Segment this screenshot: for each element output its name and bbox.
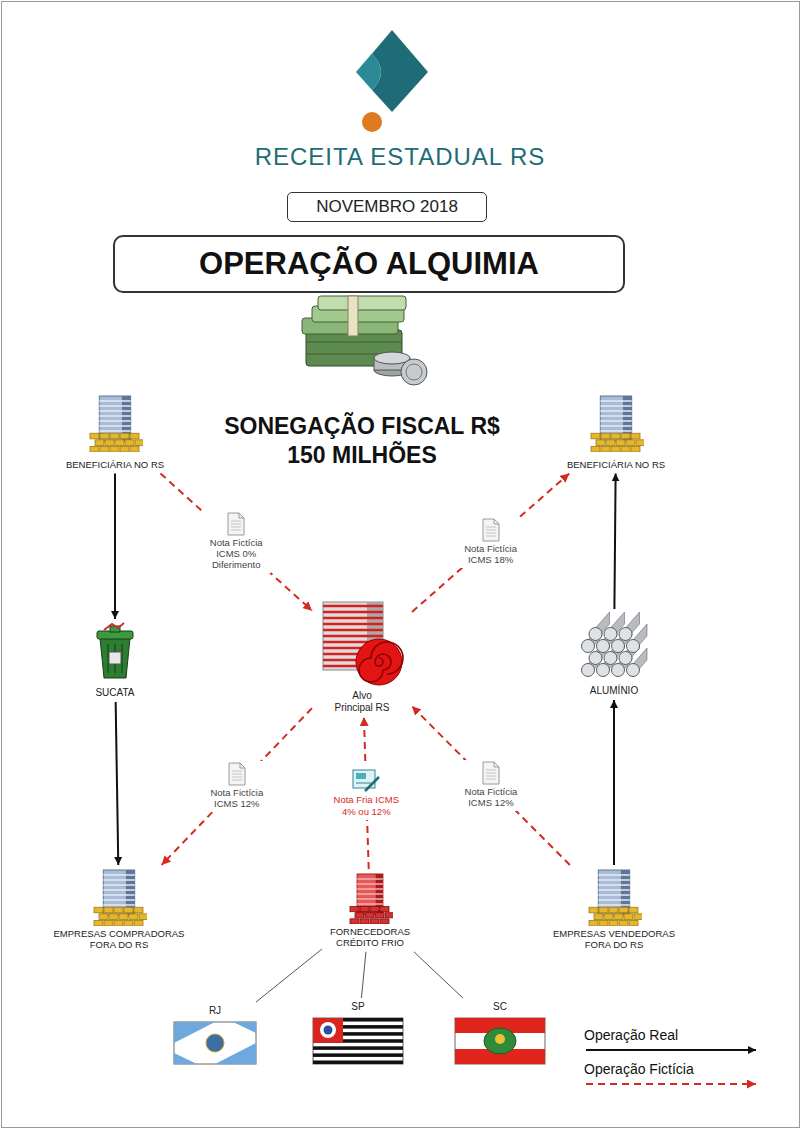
document-icon (481, 761, 501, 785)
state-sp: SP (309, 996, 407, 1065)
aluminum-material: ALUMÍNIO (566, 612, 662, 698)
legend-entry: Operação Fictícia (584, 1060, 764, 1090)
invoice-label: Nota Fictícia ICMS 12% (202, 761, 272, 812)
node-label: BENEFICIÁRIA NO RS (66, 459, 164, 470)
aluminum-bars-icon (574, 612, 654, 678)
state-link-line (414, 952, 463, 998)
building-icon (91, 868, 147, 926)
building-icon (588, 394, 644, 452)
state-link-line (256, 949, 322, 1002)
state-flag-icon (454, 1017, 546, 1065)
invoice-label: Nota Fria ICMS 4% ou 12% (331, 766, 401, 819)
node-label: RJ (209, 1005, 221, 1017)
title-box: OPERAÇÃO ALQUIMIA (113, 235, 625, 293)
node-label: EMPRESAS VENDEDORAS FORA DO RS (544, 928, 684, 951)
legend-text: Operação Fictícia (584, 1061, 694, 1078)
node-label: SUCATA (95, 687, 134, 699)
building-icon (586, 868, 642, 926)
invoice-label: Nota Fictícia ICMS 0% Diferimento (201, 511, 271, 574)
legend-sample (584, 1044, 760, 1056)
node-label: SP (351, 1001, 364, 1013)
state-rj: RJ (170, 1000, 260, 1065)
beneficiary-company: BENEFICIÁRIA NO RS (47, 394, 183, 472)
title-text: OPERAÇÃO ALQUIMIA (199, 245, 539, 282)
fictitious-operation-arrow (412, 473, 569, 612)
node-label: ALUMÍNIO (590, 685, 638, 697)
edge-label: Nota Fictícia ICMS 0% Diferimento (203, 537, 269, 571)
node-label: BENEFICIÁRIA NO RS (567, 459, 665, 470)
fictitious-operation-arrow (160, 473, 312, 610)
edge-label: Nota Fictícia ICMS 12% (458, 786, 524, 809)
legend-entry: Operação Real (584, 1026, 764, 1056)
state-flag-icon (173, 1021, 257, 1065)
invoice-label: Nota Fictícia ICMS 12% (456, 760, 526, 811)
buyer-companies: EMPRESAS COMPRADORAS FORA DO RS (46, 868, 192, 952)
state-flag-icon (312, 1017, 404, 1065)
fictitious-operation-arrow (412, 706, 570, 865)
seller-companies: EMPRESAS VENDEDORAS FORA DO RS (541, 868, 687, 952)
real-operation-arrow (114, 473, 116, 619)
state-link-line (361, 952, 366, 998)
state-sc: SC (451, 996, 549, 1065)
real-operation-arrow (614, 473, 615, 609)
document-icon (227, 762, 247, 786)
node-label: Alvo Principal RS (332, 690, 392, 714)
logo-mark (356, 30, 428, 132)
edge-label: Nota Fictícia ICMS 12% (204, 787, 270, 810)
fraud-amount: SONEGAÇÃO FISCAL R$ 150 MILHÕES (217, 412, 507, 470)
document-icon (481, 518, 501, 542)
document-icon (351, 767, 381, 793)
legend-text: Operação Real (584, 1027, 678, 1044)
scrap-bin-icon (94, 622, 136, 680)
node-label: FORNECEDORAS CRÉDITO FRIO (325, 926, 415, 949)
node-label: EMPRESAS COMPRADORAS FORA DO RS (49, 928, 189, 951)
fictitious-operation-arrow (162, 708, 312, 865)
target-building-icon (315, 598, 409, 688)
real-operation-arrow (116, 702, 119, 865)
agency-name: RECEITA ESTADUAL RS (250, 142, 550, 172)
document-icon (226, 512, 246, 536)
legend: Operação RealOperação Fictícia (584, 1026, 764, 1094)
edge-label: Nota Fictícia ICMS 18% (458, 543, 524, 566)
legend-sample (584, 1078, 760, 1090)
scrap-material: SUCATA (72, 622, 158, 700)
main-target: Alvo Principal RS (312, 598, 412, 715)
money-stack (302, 296, 427, 385)
invoice-label: Nota Fictícia ICMS 18% (456, 517, 526, 568)
date-box: NOVEMBRO 2018 (287, 192, 487, 222)
building-icon (347, 872, 393, 924)
building-icon (87, 394, 143, 452)
real-operation-arrow (613, 700, 615, 865)
node-label: SC (493, 1001, 507, 1013)
cold-credit-suppliers: FORNECEDORAS CRÉDITO FRIO (322, 872, 418, 950)
date-text: NOVEMBRO 2018 (316, 197, 458, 217)
edge-label: Nota Fria ICMS 4% ou 12% (333, 794, 399, 817)
beneficiary-company: BENEFICIÁRIA NO RS (548, 394, 684, 472)
